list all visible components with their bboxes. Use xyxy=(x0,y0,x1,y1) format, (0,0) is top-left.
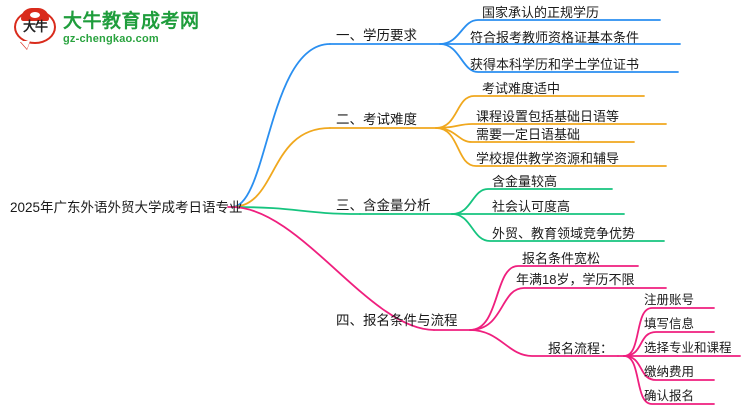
logo-icon: 大牛 xyxy=(14,8,56,49)
subleaf-node-4-3-3[interactable]: 选择专业和课程 xyxy=(644,341,732,355)
branch-node-1[interactable]: 一、学历要求 xyxy=(336,28,417,43)
subleaf-node-4-3-4[interactable]: 缴纳费用 xyxy=(644,365,695,379)
logo-mark-text: 大牛 xyxy=(22,19,48,34)
branch-node-2[interactable]: 二、考试难度 xyxy=(336,112,417,127)
logo-cap-shape xyxy=(21,8,49,21)
leaf-node-2-1[interactable]: 考试难度适中 xyxy=(482,81,561,96)
logo-domain: gz-chengkao.com xyxy=(63,32,159,45)
subleaf-node-4-3-1[interactable]: 注册账号 xyxy=(644,293,695,307)
site-logo: 大牛 大牛教育成考网 gz-chengkao.com xyxy=(14,8,200,49)
subleaf-node-4-3-5[interactable]: 确认报名 xyxy=(644,389,695,403)
branch-node-4[interactable]: 四、报名条件与流程 xyxy=(336,313,458,328)
leaf-node-3-2[interactable]: 社会认可度高 xyxy=(492,199,571,214)
leaf-node-3-3[interactable]: 外贸、教育领域竞争优势 xyxy=(492,226,636,241)
leaf-node-4-2[interactable]: 年满18岁，学历不限 xyxy=(516,272,635,287)
mindmap-root-node[interactable]: 2025年广东外语外贸大学成考日语专业 xyxy=(10,200,243,215)
leaf-node-3-1[interactable]: 含金量较高 xyxy=(492,174,558,189)
leaf-node-2-2[interactable]: 课程设置包括基础日语等 xyxy=(476,109,620,124)
logo-tail-shape xyxy=(20,41,30,49)
leaf-node-1-3[interactable]: 获得本科学历和学士学位证书 xyxy=(470,57,640,72)
logo-title: 大牛教育成考网 xyxy=(63,10,200,32)
leaf-node-1-2[interactable]: 符合报考教师资格证基本条件 xyxy=(470,30,640,45)
leaf-node-4-1[interactable]: 报名条件宽松 xyxy=(522,251,601,266)
leaf-node-2-3[interactable]: 需要一定日语基础 xyxy=(476,127,581,142)
leaf-node-1-1[interactable]: 国家承认的正规学历 xyxy=(482,5,600,20)
subleaf-node-4-3-2[interactable]: 填写信息 xyxy=(644,317,695,331)
leaf-node-2-4[interactable]: 学校提供教学资源和辅导 xyxy=(476,151,620,166)
branch-node-3[interactable]: 三、含金量分析 xyxy=(336,198,431,213)
logo-text-block: 大牛教育成考网 gz-chengkao.com xyxy=(63,11,200,46)
leaf-node-4-3[interactable]: 报名流程： xyxy=(548,341,614,356)
